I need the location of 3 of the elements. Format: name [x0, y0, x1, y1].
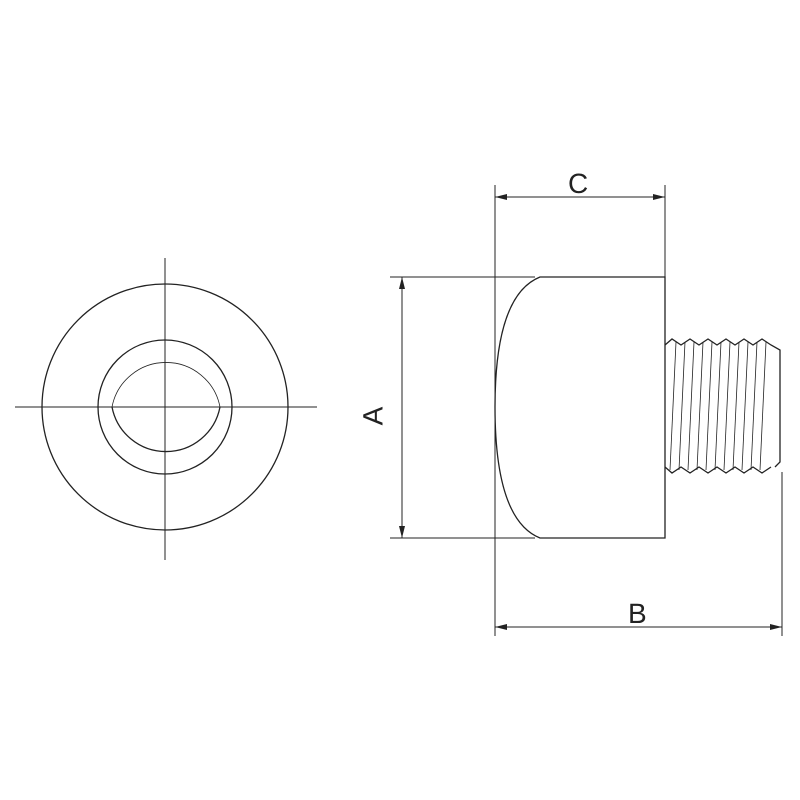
dimension-label: B — [628, 600, 647, 628]
dimension-label: C — [568, 170, 588, 198]
dimension-label: A — [359, 406, 388, 426]
